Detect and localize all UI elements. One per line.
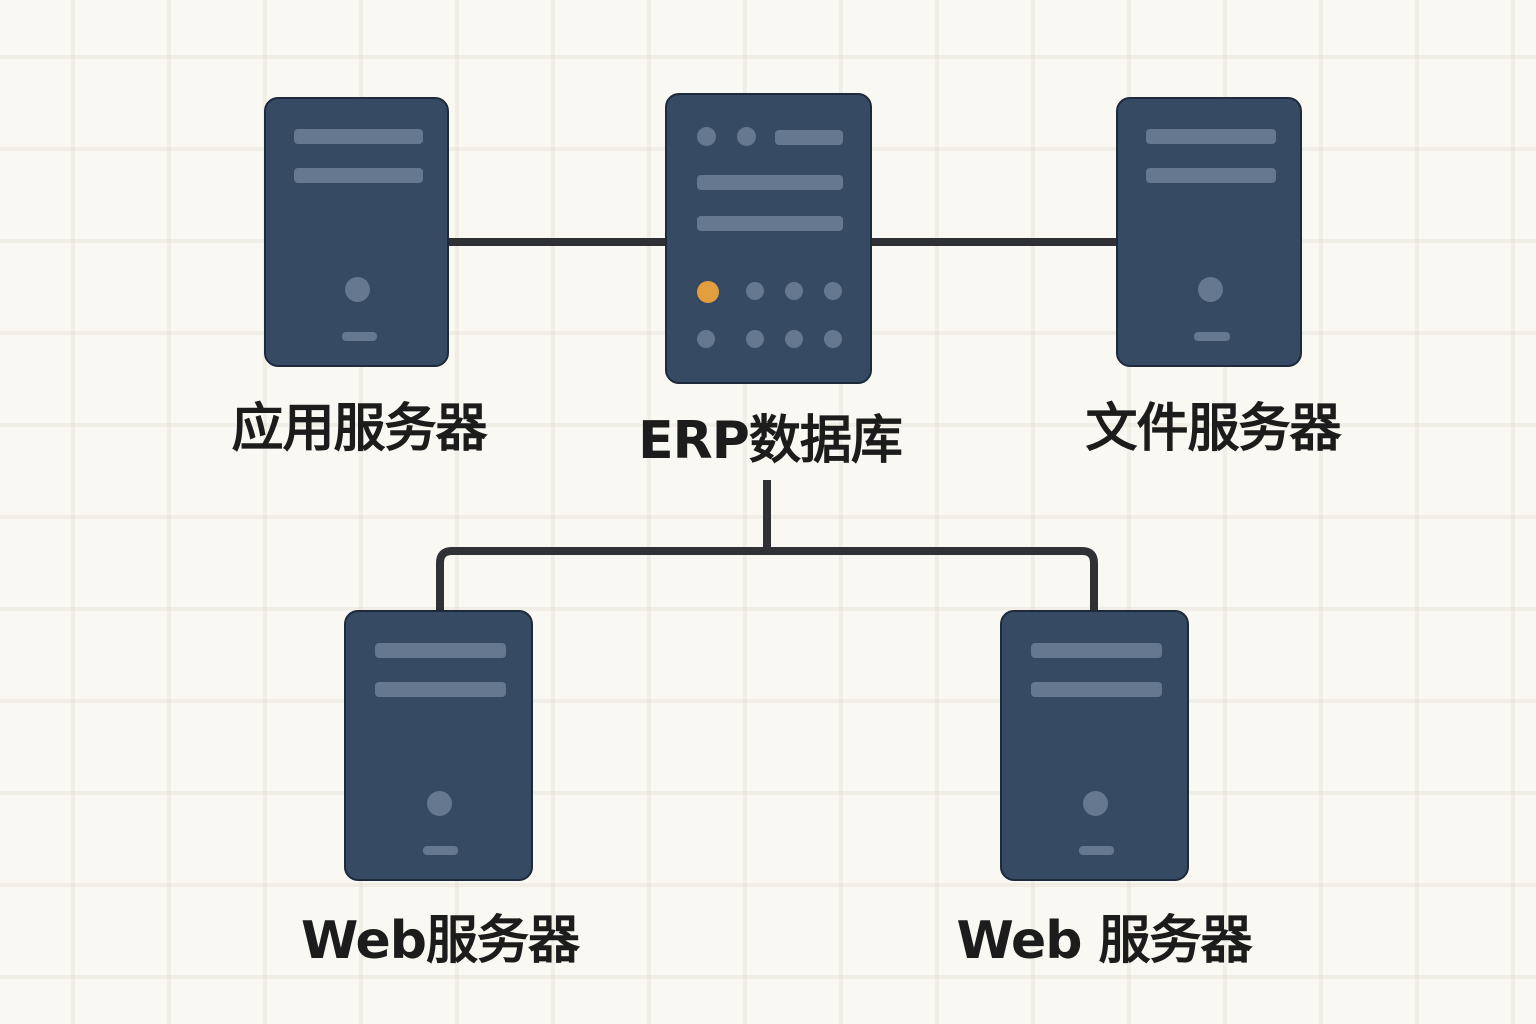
drive-bay (697, 175, 843, 190)
status-slot (1194, 332, 1230, 341)
drive-bay (294, 168, 423, 183)
web-server-2-icon[interactable] (1000, 610, 1189, 881)
web-server-1-icon[interactable] (344, 610, 533, 881)
drive-bay (1031, 682, 1162, 697)
edge-erp-db-to-web-server-1 (436, 547, 767, 612)
drive-bay (697, 216, 843, 231)
indicator-light (697, 127, 716, 146)
drive-bay (375, 643, 506, 658)
status-slot (342, 332, 377, 341)
indicator-light (737, 127, 756, 146)
drive-bay (375, 682, 506, 697)
power-button (1198, 277, 1223, 302)
drive-bay (1146, 168, 1276, 183)
port-light (746, 282, 764, 300)
drive-bay (294, 129, 423, 144)
port-light (824, 282, 842, 300)
erp-database-icon[interactable] (665, 93, 872, 384)
edge-erp-db-to-web-server-2 (767, 547, 1098, 612)
file-server-label: 文件服务器 (1085, 399, 1341, 459)
file-server-icon[interactable] (1116, 97, 1302, 367)
power-button (345, 277, 370, 302)
status-slot (1079, 846, 1114, 855)
app-server-icon[interactable] (264, 97, 449, 367)
port-light (746, 330, 764, 348)
app-server-label: 应用服务器 (231, 399, 487, 459)
port-light (785, 282, 803, 300)
port-light (824, 330, 842, 348)
erp-database-label: ERP数据库 (638, 411, 903, 471)
web-server-2-label: Web 服务器 (956, 911, 1252, 971)
power-button (427, 791, 452, 816)
drive-bay (1031, 643, 1162, 658)
web-server-1-label: Web服务器 (301, 911, 580, 971)
port-light (697, 330, 715, 348)
display-panel (775, 130, 843, 145)
port-light (785, 330, 803, 348)
active-status-led (697, 281, 719, 303)
drive-bay (1146, 129, 1276, 144)
power-button (1083, 791, 1108, 816)
status-slot (423, 846, 458, 855)
